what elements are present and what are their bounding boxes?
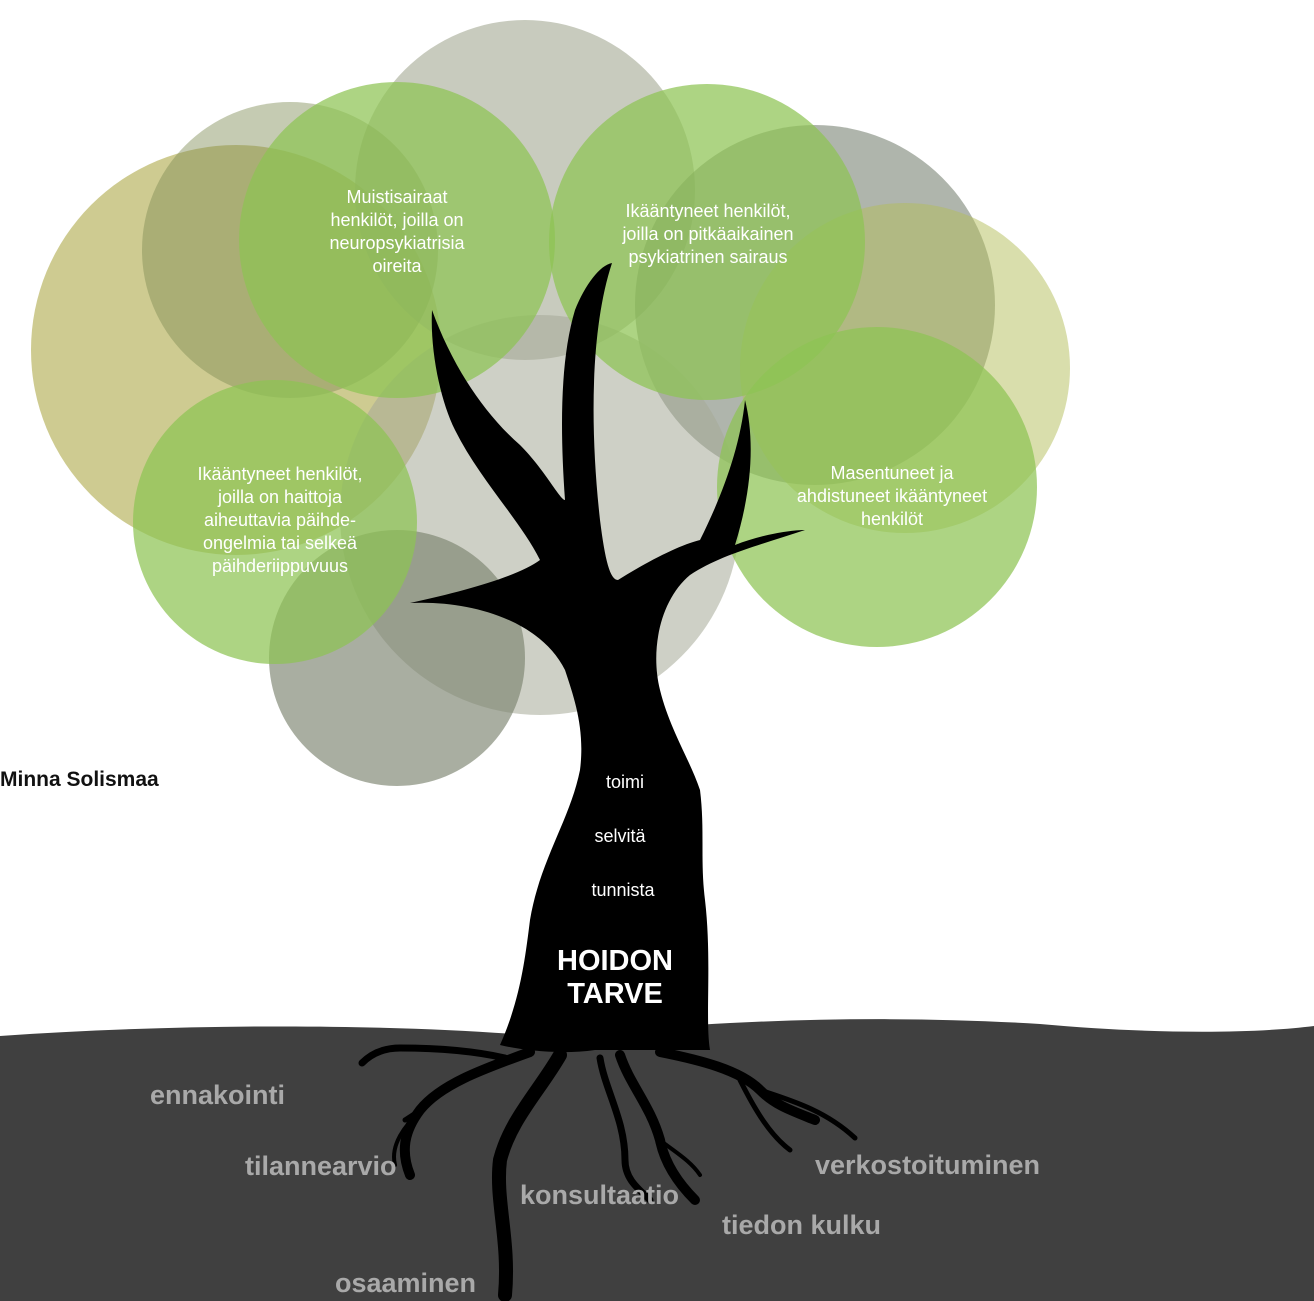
- canopy-circle: [239, 82, 555, 398]
- root: [737, 1077, 793, 1153]
- root-word-ennakointi: ennakointi: [150, 1080, 286, 1110]
- root: [757, 1087, 858, 1141]
- root: [358, 1044, 509, 1067]
- trunk-word-selvita: selvitä: [594, 826, 646, 846]
- group-label-psychiatric: Ikääntyneet henkilöt, joilla on pitkäaik…: [622, 201, 794, 267]
- root-word-tilannearvio: tilannearvio: [245, 1151, 397, 1181]
- root-word-osaaminen: osaaminen: [335, 1268, 477, 1298]
- root: [658, 1138, 702, 1177]
- trunk-word-toimi: toimi: [605, 772, 644, 792]
- author-name: Minna Solismaa: [0, 768, 159, 791]
- root-word-tiedon-kulku: tiedon kulku: [722, 1210, 882, 1240]
- root-word-verkostoituminen: verkostoituminen: [815, 1150, 1041, 1180]
- tree-trunk: [410, 263, 805, 1053]
- group-label-substance: Ikääntyneet henkilöt, joilla on haittoja…: [197, 464, 363, 576]
- root: [491, 1048, 567, 1301]
- root-word-konsultaatio: konsultaatio: [520, 1180, 680, 1210]
- root: [392, 1110, 422, 1167]
- root: [402, 1087, 443, 1123]
- trunk-word-tunnista: tunnista: [591, 880, 655, 900]
- ground: [0, 1019, 1314, 1301]
- canopy-circle: [717, 327, 1037, 647]
- canopy-circle: [133, 380, 417, 664]
- root: [596, 1054, 654, 1204]
- group-label-dementia: Muistisairaat henkilöt, joilla on neurop…: [329, 187, 465, 276]
- trunk: [410, 263, 805, 1053]
- roots: [358, 1044, 858, 1301]
- group-label-depression: Masentuneet ja ahdistuneet ikääntyneet h…: [796, 463, 988, 529]
- canopy-circle: [549, 84, 865, 400]
- main-label-hoidon-tarve: HOIDON TARVE: [557, 945, 673, 1010]
- canopy: [31, 20, 1070, 786]
- root: [655, 1047, 820, 1125]
